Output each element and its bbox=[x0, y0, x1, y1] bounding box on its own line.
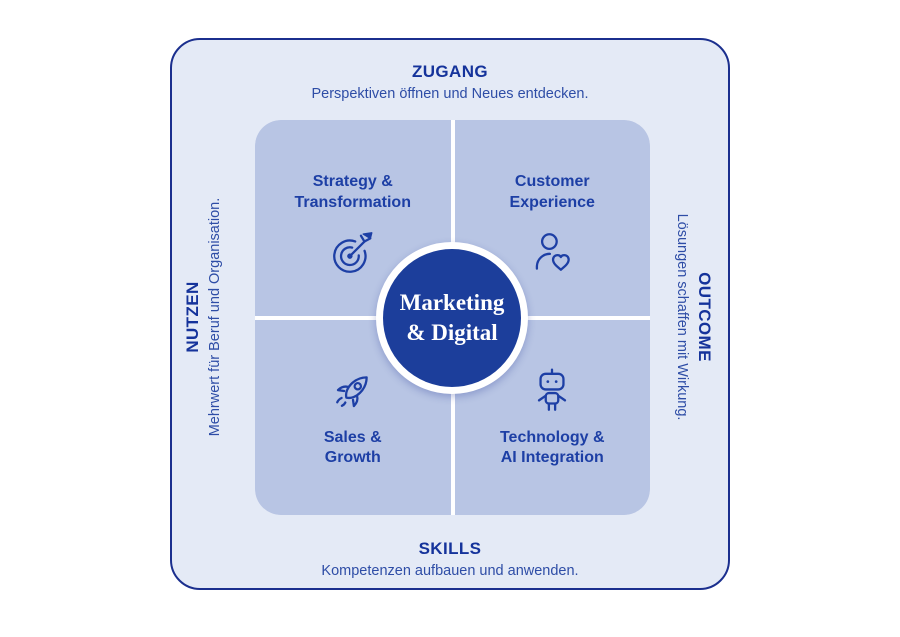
edge-bottom-title: SKILLS bbox=[418, 539, 482, 558]
outer-card: ZUGANG Perspektiven öffnen und Neues ent… bbox=[170, 38, 730, 590]
rocket-icon bbox=[328, 366, 378, 416]
quadrant-label: Strategy & Transformation bbox=[294, 173, 411, 211]
edge-right-title: OUTCOME bbox=[695, 272, 714, 362]
edge-top-subtitle: Perspektiven öffnen und Neues entdecken. bbox=[311, 86, 589, 103]
center-circle-marketing-digital: Marketing & Digital bbox=[376, 242, 528, 394]
quadrant-label: Technology & AI Integration bbox=[499, 428, 605, 467]
robot-icon bbox=[527, 366, 577, 416]
quadrant-label: Sales & Growth bbox=[323, 428, 382, 467]
edge-right-subtitle: Lösungen schaffen mit Wirkung. bbox=[673, 213, 690, 421]
person-heart-icon bbox=[527, 228, 577, 278]
edge-top-title: ZUGANG bbox=[411, 62, 489, 81]
center-title-line2: & Digital bbox=[406, 320, 498, 345]
center-title-line1: Marketing bbox=[399, 290, 505, 316]
edge-label-bottom: SKILLS Kompetenzen aufbauen und anwenden… bbox=[172, 539, 728, 581]
edge-bottom-subtitle: Kompetenzen aufbauen und anwenden. bbox=[321, 563, 579, 580]
quadrant-grid: Strategy & Transformation Customer Exper… bbox=[255, 120, 650, 515]
edge-label-left: NUTZEN Mehrwert für Beruf und Organisati… bbox=[183, 117, 243, 517]
edge-label-top: ZUGANG Perspektiven öffnen und Neues ent… bbox=[172, 62, 728, 104]
edge-label-right: OUTCOME Lösungen schaffen mit Wirkung. bbox=[654, 117, 714, 517]
quadrant-customer-experience: Customer Experience bbox=[454, 120, 650, 316]
edge-left-title: NUTZEN bbox=[183, 281, 202, 353]
edge-left-subtitle: Mehrwert für Beruf und Organisation. bbox=[207, 197, 224, 437]
target-dart-icon bbox=[328, 228, 378, 278]
quadrant-label: Customer Experience bbox=[509, 173, 595, 211]
